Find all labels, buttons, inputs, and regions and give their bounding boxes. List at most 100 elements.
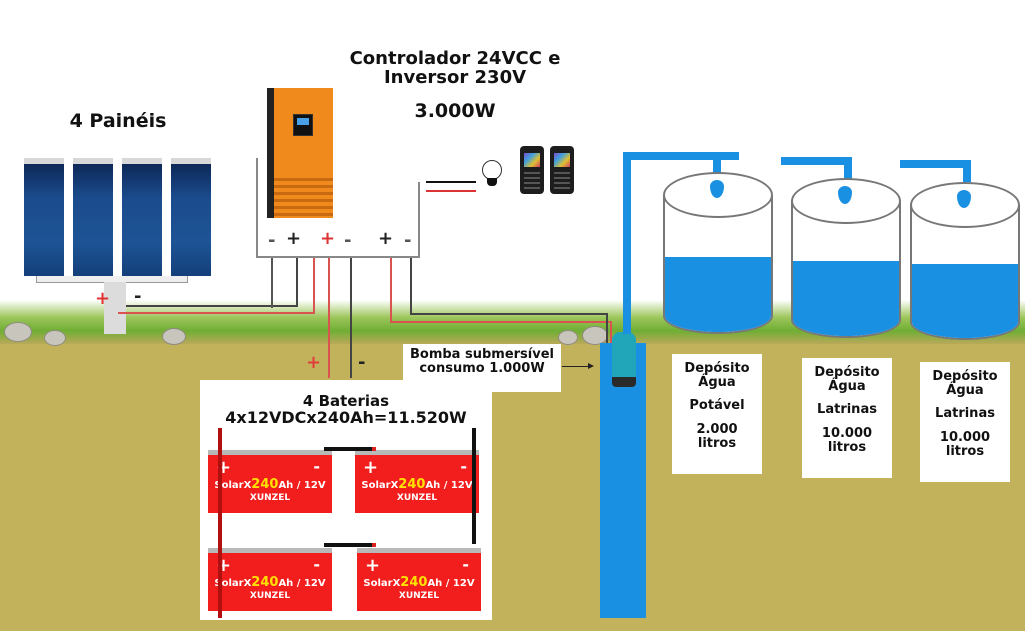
water-pipe [713, 152, 721, 174]
submersible-pump [612, 332, 636, 387]
tank-label-line1: Depósito [814, 365, 880, 380]
tank-volume: 10.000 [939, 429, 991, 445]
panels-label: 4 Painéis [69, 110, 167, 132]
water-drop-icon [710, 180, 724, 198]
battery-bank-title: 4 Baterias [302, 392, 390, 410]
water-drop-icon [838, 186, 852, 204]
tank-use: Latrinas [817, 402, 877, 418]
tank-label-line1: Depósito [684, 361, 750, 376]
tank-volume: 2.000 [696, 421, 738, 437]
controller-title-line1: Controlador 24VCC e [349, 48, 561, 69]
panel-negative-wire [296, 256, 298, 307]
pump-positive-wire [390, 258, 392, 322]
water-tank [791, 200, 901, 338]
battery-plus: + [363, 457, 379, 478]
battery-link [324, 543, 376, 547]
battery-minus: - [460, 457, 467, 476]
water-drop-icon [957, 190, 971, 208]
solar-panel [24, 158, 64, 276]
battery-negative-wire [350, 258, 352, 378]
mobile-phone-icon [520, 146, 544, 194]
wire [271, 258, 273, 308]
water-tank [663, 196, 773, 334]
pump-negative-wire [606, 313, 608, 343]
water-pipe [623, 152, 739, 160]
tank-label-potable: Depósito Água Potável 2.000 litros [672, 354, 762, 474]
tank-water-level [793, 261, 899, 336]
battery-brand: XUNZEL [398, 591, 440, 601]
water-well [600, 343, 646, 618]
terminal-panel-minus: - [268, 230, 276, 251]
water-pipe [844, 157, 852, 179]
tank-label-line2: Água [828, 378, 866, 394]
battery-minus: - [313, 555, 320, 574]
panel-negative-wire [126, 305, 296, 307]
tank-volume: 10.000 [821, 425, 873, 441]
battery-positive-bus [218, 428, 222, 618]
tank-volume-unit: litros [827, 439, 867, 455]
controller-title: Controlador 24VCC e Inversor 230V [348, 48, 562, 88]
pump-label-line1: Bomba submersível [409, 347, 554, 362]
tank-label-line2: Água [946, 382, 984, 398]
terminal-panel-plus: + [286, 228, 302, 249]
solar-panel [122, 158, 162, 276]
pump-positive-wire [390, 321, 610, 323]
panel-post [104, 282, 126, 334]
pump-negative-wire [410, 313, 606, 315]
battery-wire-plus-label: + [306, 352, 322, 373]
ac-output-wire [426, 181, 476, 183]
battery-model: SolarX240Ah / 12V [363, 575, 475, 590]
light-bulb-icon [482, 160, 502, 190]
battery-minus: - [313, 457, 320, 476]
battery-brand: XUNZEL [396, 493, 438, 503]
controller-power: 3.000W [414, 100, 496, 122]
battery-wire-minus-label: - [358, 352, 366, 373]
battery-minus: - [462, 555, 469, 574]
water-pipe [623, 152, 631, 334]
water-pipe [963, 160, 971, 182]
battery-plus: + [365, 555, 381, 576]
battery-link [324, 447, 376, 451]
solar-panel [171, 158, 211, 276]
battery-negative-bus [472, 428, 476, 544]
terminal-load-plus: + [378, 228, 394, 249]
controller-vents [274, 178, 333, 218]
battery-model: SolarX240Ah / 12V [361, 477, 473, 492]
tank-volume-unit: litros [945, 443, 985, 459]
pump-negative-wire [410, 258, 412, 314]
water-tank [910, 204, 1020, 340]
battery: + - SolarX240Ah / 12V XUNZEL [355, 450, 479, 513]
controller-inverter-unit [267, 88, 333, 218]
battery: + - SolarX240Ah / 12V XUNZEL [208, 450, 332, 513]
rock [558, 330, 578, 345]
battery-model: SolarX240Ah / 12V [214, 575, 326, 590]
tank-label-line2: Água [698, 374, 736, 390]
controller-title-line2: Inversor 230V [383, 66, 527, 88]
solar-panel [73, 158, 113, 276]
tank-use: Latrinas [935, 406, 995, 422]
controller-display [293, 114, 313, 136]
battery-bank: 4 Baterias 4x12VDCx240Ah=11.520W + - Sol… [200, 380, 492, 620]
pump-positive-wire [610, 321, 612, 343]
water-pipe [781, 157, 851, 165]
rock [162, 328, 186, 345]
tank-use: Potável [689, 398, 745, 414]
tank-label-latrines-1: Depósito Água Latrinas 10.000 litros [802, 358, 892, 478]
panel-minus-label: - [134, 286, 142, 307]
tank-label-latrines-2: Depósito Água Latrinas 10.000 litros [920, 362, 1010, 482]
terminal-battery-plus: + [320, 228, 336, 249]
tank-top [663, 172, 773, 218]
pump-label: Bomba submersível consumo 1.000W [403, 344, 561, 392]
rock [4, 322, 32, 342]
pump-pointer-arrow [562, 366, 590, 367]
battery-model: SolarX240Ah / 12V [214, 477, 326, 492]
tank-volume-unit: litros [697, 435, 737, 451]
battery-positive-wire [328, 258, 330, 378]
tank-water-level [912, 264, 1018, 338]
battery-bank-spec: 4x12VDCx240Ah=11.520W [225, 408, 467, 427]
tank-label-line1: Depósito [932, 369, 998, 384]
terminal-battery-minus: - [344, 230, 352, 251]
rock [44, 330, 66, 346]
tank-water-level [665, 257, 771, 332]
ac-output-wire [426, 190, 476, 192]
